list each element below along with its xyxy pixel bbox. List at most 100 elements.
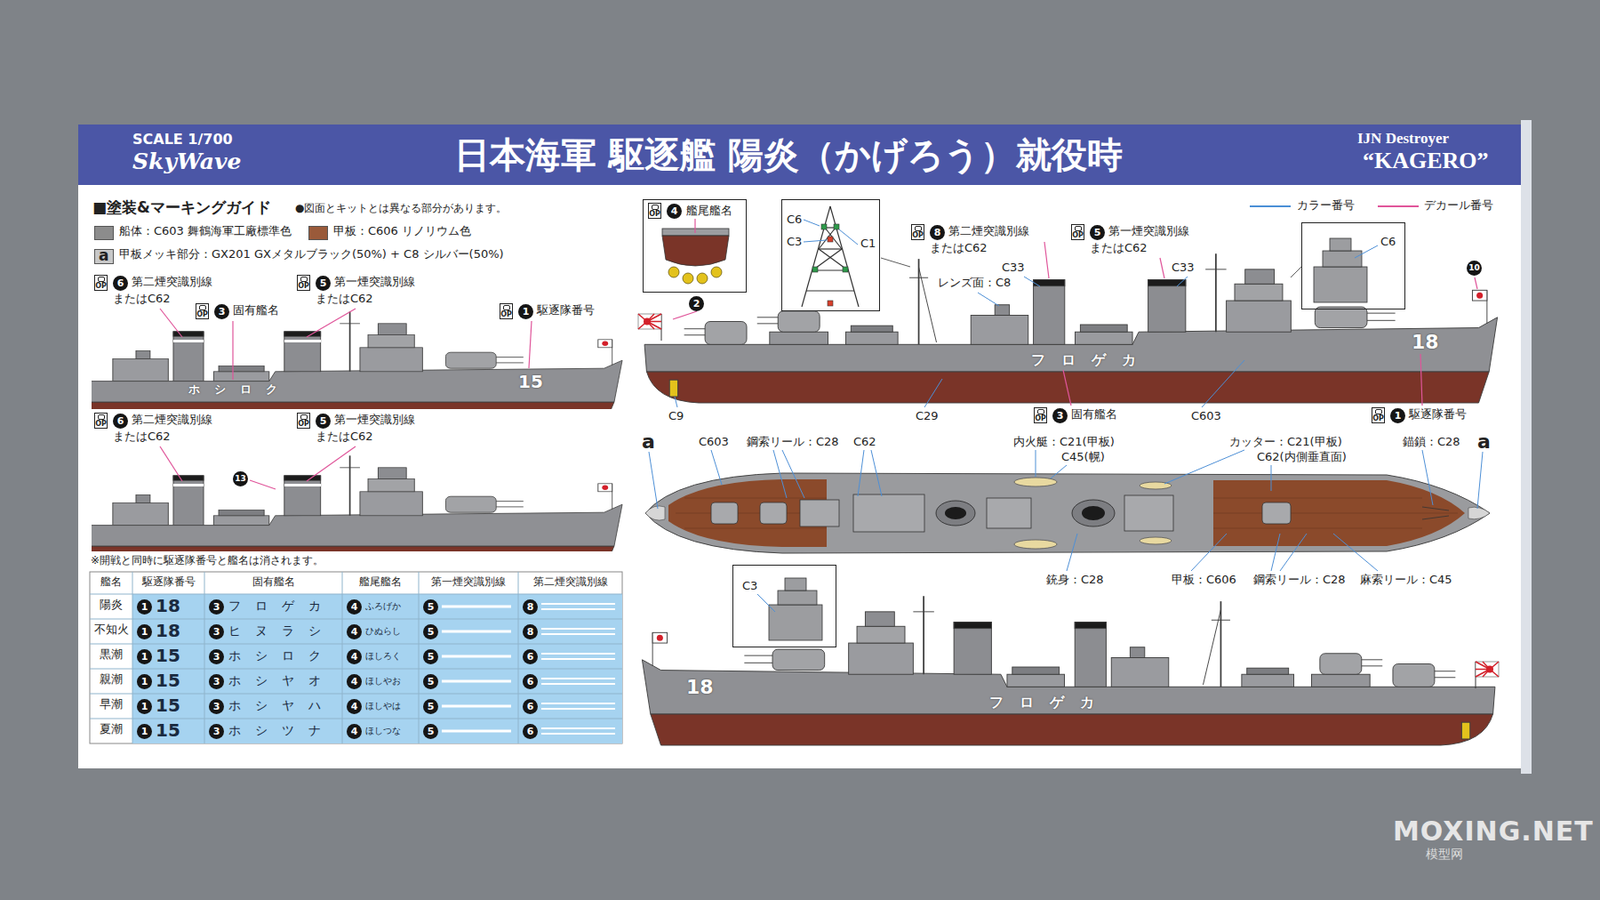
annotation: 早潮 — [99, 697, 123, 712]
annotation: 夏潮 — [99, 722, 123, 736]
table-cell: 18 — [155, 595, 181, 616]
part-label: 艦尾艦名 — [686, 204, 733, 218]
table-cell: ほしやお — [365, 675, 401, 687]
op-icon: OP — [94, 412, 108, 429]
callout-number: 4 — [346, 599, 362, 615]
callout-number: 3 — [208, 599, 224, 615]
band-text: SCALE 1/700 — [132, 131, 233, 148]
annotation: C62(内側垂直面) — [1256, 450, 1347, 464]
annotation: 不知火 — [94, 623, 129, 637]
band-text: IJN Destroyer — [1357, 129, 1449, 148]
callout-number: 6 — [112, 413, 128, 429]
callout-number: 5 — [423, 698, 439, 714]
annotation: ※開戦と同時に駆逐隊番号と艦名は消されます。 — [90, 554, 324, 568]
op-icon: OP — [499, 303, 513, 320]
annotation: C603 — [698, 435, 729, 449]
table-cell: ひぬらし — [365, 625, 401, 637]
annotation: 第二煙突識別線 — [948, 224, 1030, 239]
table-cell: 固有艦名 — [252, 576, 296, 589]
annotation: 第一煙突識別線 — [334, 413, 416, 427]
hull-marking: フロゲカ — [1031, 352, 1152, 368]
part-label: C3 — [786, 235, 802, 249]
annotation: またはC62 — [112, 292, 171, 306]
table-cell: フロゲカ — [228, 598, 336, 613]
callout-number: 3 — [208, 624, 224, 640]
annotation: C62 — [853, 435, 877, 449]
inset-box: C6 — [1301, 222, 1406, 310]
callout-number: 1 — [136, 723, 152, 739]
hull-marking: 18 — [1411, 330, 1440, 353]
annotation: 第一煙突識別線 — [1108, 224, 1190, 239]
annotation: a — [641, 430, 656, 453]
op-icon: OP — [94, 274, 108, 291]
table-cell: 駆逐隊番号 — [142, 576, 196, 589]
callout-number: 10 — [1466, 260, 1482, 276]
watermark: 模型网 — [1425, 846, 1464, 861]
annotation: 甲板：C606 — [1171, 573, 1237, 587]
table-cell: ホシロク — [228, 648, 336, 663]
table-cell: 第二煙突識別線 — [533, 576, 608, 589]
hull-marking: 18 — [686, 675, 714, 698]
table-cell: 18 — [155, 620, 181, 641]
table-cell: ヒヌラシ — [228, 623, 336, 638]
annotation: C9 — [668, 409, 684, 424]
callout-number: 6 — [522, 723, 538, 739]
callout-number: 3 — [208, 673, 224, 689]
legend-text: 甲板：C606 リノリウム色 — [333, 224, 472, 239]
annotation: またはC62 — [112, 430, 171, 444]
callout-number: 4 — [346, 624, 362, 640]
title-text: 日本海軍 駆逐艦 陽炎（かげろう）就役時 — [454, 134, 1123, 176]
table-cell: ほしろく — [365, 650, 401, 662]
annotation: カッター：C21(甲板) — [1229, 435, 1343, 449]
annotation: a — [98, 247, 109, 265]
callout-number: 3 — [1052, 408, 1068, 424]
table-cell: ふろげか — [365, 600, 401, 612]
part-label: C6 — [1380, 235, 1396, 249]
callout-number: 4 — [346, 648, 362, 664]
callout-number: 5 — [315, 275, 331, 291]
callout-number: 5 — [423, 599, 439, 615]
annotation: C29 — [915, 409, 939, 424]
annotation: 鋼索リール：C28 — [1253, 573, 1346, 587]
annotation: またはC62 — [1089, 241, 1148, 256]
annotation: またはC62 — [315, 430, 374, 444]
watermark: MOXING.NET — [1392, 816, 1594, 848]
table-cell: 15 — [155, 670, 181, 691]
callout-number: 1 — [136, 698, 152, 714]
op-icon: OP — [195, 303, 209, 320]
table-cell: ほしつな — [365, 725, 401, 736]
legend-swatch — [308, 225, 328, 240]
callout-number: 1 — [136, 599, 152, 615]
annotation: C603 — [1191, 409, 1222, 424]
callout-number: 5 — [423, 723, 439, 739]
callout-number: 8 — [522, 599, 538, 615]
band-text: “KAGERO” — [1362, 147, 1489, 175]
annotation: 錨鎖：C28 — [1402, 435, 1461, 449]
callout-number: 5 — [423, 624, 439, 640]
table-cell: ホシヤオ — [228, 672, 336, 688]
table-cell: 艦名 — [100, 576, 122, 589]
annotation: またはC62 — [929, 241, 988, 256]
annotation: 固有艦名 — [232, 304, 280, 318]
annotation: 駆逐隊番号 — [1408, 408, 1467, 422]
annotation: 固有艦名 — [1071, 408, 1118, 422]
annotation: C33 — [1171, 261, 1195, 275]
callout-number: 4 — [346, 673, 362, 689]
callout-number: 5 — [315, 413, 331, 429]
callout-number: 6 — [522, 648, 538, 664]
callout-number: 1 — [136, 624, 152, 640]
callout-number: 6 — [522, 698, 538, 714]
annotation: 駆逐隊番号 — [536, 304, 595, 318]
callout-number: 2 — [688, 296, 704, 312]
annotation: 黒潮 — [99, 648, 123, 662]
annotation: レンズ面：C8 — [937, 276, 1011, 290]
callout-number: 1 — [518, 304, 534, 320]
op-icon: OP — [296, 412, 311, 429]
annotation: C33 — [1001, 261, 1025, 275]
inset-box: C6C3C1 — [781, 199, 880, 312]
annotation: 銃身：C28 — [1046, 573, 1104, 587]
legend-line — [1249, 205, 1291, 208]
hull-marking: 15 — [518, 371, 544, 392]
hull-marking: フロゲカ — [989, 694, 1111, 711]
part-label: C3 — [742, 579, 758, 593]
